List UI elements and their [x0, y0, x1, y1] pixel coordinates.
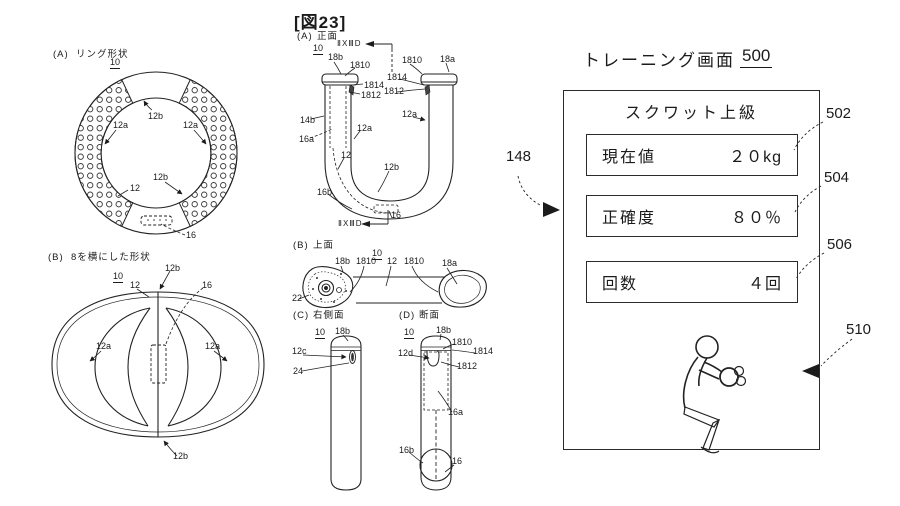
ref-18b: 18b: [436, 325, 452, 335]
right-side-view-drawing: [301, 334, 362, 491]
ref-16a: 16a: [299, 134, 315, 144]
side-view-tag: (C): [293, 310, 310, 321]
current-value-row: 現在値 ２０kg: [586, 134, 798, 176]
ref-10: 10: [110, 57, 121, 69]
top-view-tag: (B): [293, 240, 309, 251]
rep-count-row: 回数 ４回: [586, 261, 798, 303]
ref-12b: 12b: [148, 111, 164, 121]
ref-1810: 1810: [402, 55, 423, 65]
section-marker-top: ⅡXⅢD: [337, 39, 362, 48]
ref-1810: 1810: [356, 256, 377, 266]
top-view-title: 上面: [313, 240, 335, 251]
ref-12d: 12d: [398, 348, 414, 358]
ref-10: 10: [372, 248, 383, 260]
ref-18b: 18b: [335, 326, 351, 336]
ref-148: 148: [506, 148, 532, 165]
ref-18a: 18a: [440, 54, 456, 64]
front-view-title: 正面: [317, 31, 339, 42]
figure-eight-drawing: [51, 270, 265, 457]
training-screen-heading-ref: 500: [740, 46, 773, 68]
ref-16b: 16b: [317, 187, 333, 197]
ref-12a: 12a: [205, 341, 221, 351]
current-value-value: ２０kg: [729, 149, 782, 166]
ref-12a: 12a: [357, 123, 373, 133]
ref-12: 12: [387, 256, 398, 266]
accuracy-label: 正確度: [602, 210, 657, 227]
figure-number-header: [図23]: [294, 13, 347, 32]
ref-16: 16: [452, 456, 463, 466]
ref-14b: 14b: [300, 115, 316, 125]
ref-1814: 1814: [387, 72, 408, 82]
ref-510: 510: [846, 321, 872, 338]
ref-12a: 12a: [96, 341, 112, 351]
ref-16a: 16a: [448, 407, 464, 417]
ref-16: 16: [202, 280, 213, 290]
view-a-tag: (A): [53, 49, 69, 60]
rep-count-value: ４回: [747, 276, 782, 293]
ref-12: 12: [341, 150, 352, 160]
ref-10: 10: [313, 43, 324, 55]
section-view-tag: (D): [399, 310, 416, 321]
side-view-title: 右側面: [313, 310, 345, 321]
ref-1814: 1814: [473, 346, 494, 356]
ref-12b: 12b: [173, 451, 189, 461]
ref-502: 502: [826, 105, 852, 122]
ref-24: 24: [293, 366, 304, 376]
ref-12: 12: [130, 280, 141, 290]
ref-18a: 18a: [442, 258, 458, 268]
ref-12c: 12c: [292, 346, 307, 356]
ref-10: 10: [315, 327, 326, 339]
ref-12: 12: [130, 183, 141, 193]
training-screen-heading: トレーニング画面: [583, 51, 735, 70]
ref-506: 506: [827, 236, 853, 253]
ref-10: 10: [113, 271, 124, 283]
ref-12a: 12a: [183, 120, 199, 130]
view-a-title: リング形状: [76, 49, 129, 60]
ref-1810: 1810: [404, 256, 425, 266]
ref-12b: 12b: [165, 263, 181, 273]
ref-10: 10: [404, 327, 415, 339]
cross-section-view-drawing: [408, 333, 476, 491]
ref-22: 22: [292, 293, 303, 303]
ref-12b: 12b: [153, 172, 169, 182]
ref-1812: 1812: [457, 361, 478, 371]
rep-count-label: 回数: [602, 276, 639, 293]
front-view-tag: (A): [297, 31, 313, 42]
ref-16b: 16b: [399, 445, 415, 455]
ref-12a: 12a: [402, 109, 418, 119]
ref-16: 16: [186, 230, 197, 240]
ref-16: 16: [391, 210, 402, 220]
accuracy-row: 正確度 ８０％: [586, 195, 798, 237]
training-screen-title: スクワット上級: [624, 105, 758, 122]
ref-18b: 18b: [335, 256, 351, 266]
ref-12a: 12a: [113, 120, 129, 130]
view-b-tag: (B): [48, 252, 64, 263]
ref-1812: 1812: [384, 86, 405, 96]
view-b-title: 8を横にした形状: [71, 252, 151, 263]
section-marker-bottom: ⅡXⅢD: [338, 219, 363, 228]
ref-18b: 18b: [328, 52, 344, 62]
accuracy-value: ８０％: [730, 210, 782, 227]
ref-1810: 1810: [350, 60, 371, 70]
current-value-label: 現在値: [602, 149, 657, 166]
section-view-title: 断面: [419, 310, 441, 321]
front-view-drawing: [309, 41, 458, 227]
ring-shape-drawing: [74, 71, 238, 236]
training-screen-frame: [563, 90, 820, 450]
ref-1814: 1814: [364, 80, 385, 90]
top-view-drawing: [298, 265, 487, 308]
ref-1810: 1810: [452, 337, 473, 347]
squatting-person-figure: [682, 335, 747, 454]
ref-1812: 1812: [361, 90, 382, 100]
ref-12b: 12b: [384, 162, 400, 172]
ref-504: 504: [824, 169, 850, 186]
